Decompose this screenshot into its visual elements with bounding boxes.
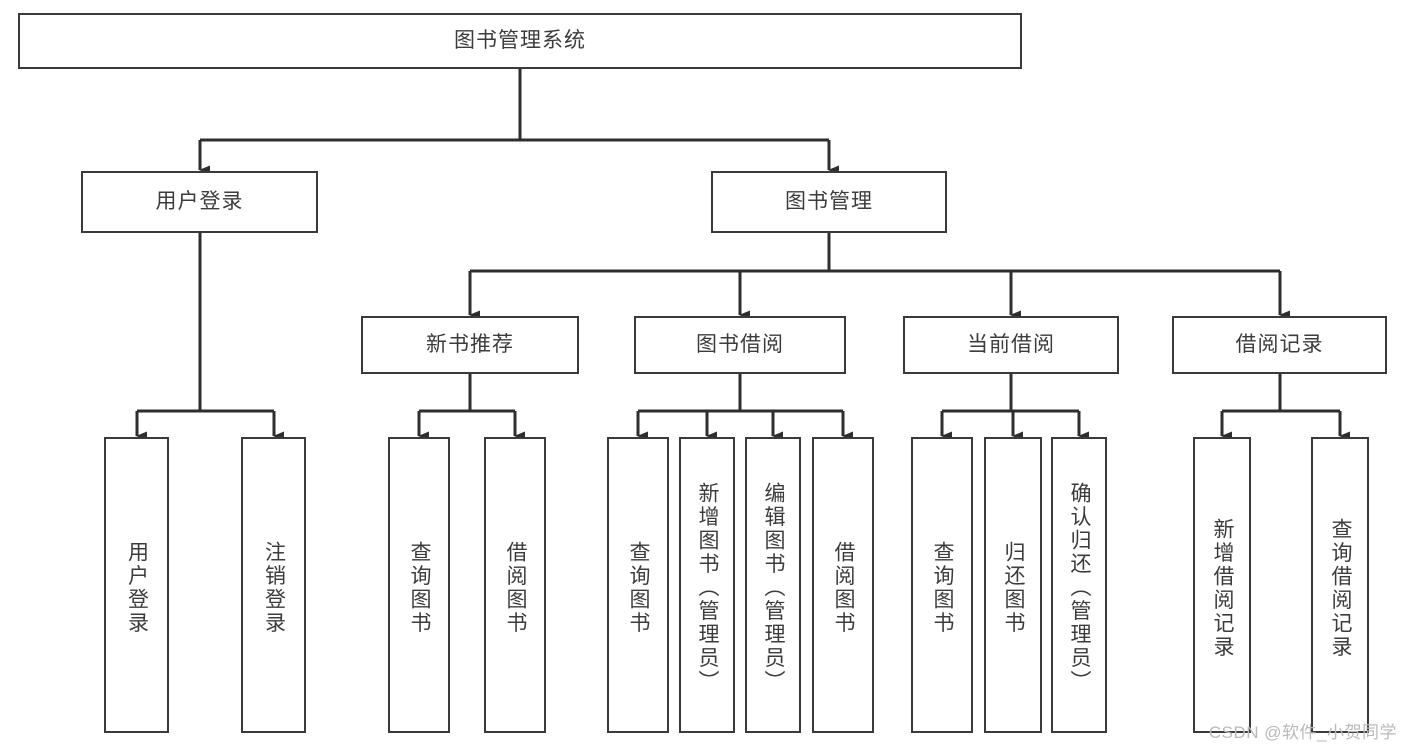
node-root[interactable]: 图书管理系统: [18, 13, 1022, 69]
node-label: 编辑图书（管理员）: [762, 482, 786, 694]
node-label: 新增图书（管理员）: [696, 482, 720, 694]
node-label: 归还图书: [1002, 541, 1026, 635]
node-leaf-br-query[interactable]: 查询借阅记录: [1311, 437, 1369, 733]
node-leaf-cb-query[interactable]: 查询图书: [911, 437, 973, 733]
node-label: 注销登录: [262, 541, 286, 635]
node-leaf-rec-borrow[interactable]: 借阅图书: [484, 437, 546, 733]
node-label: 确认归还（管理员）: [1068, 482, 1092, 694]
node-label: 当前借阅: [967, 333, 1055, 357]
node-l2-user-login[interactable]: 用户登录: [81, 171, 318, 233]
node-l3-new-book-rec[interactable]: 新书推荐: [361, 316, 579, 374]
node-label: 查询图书: [627, 541, 651, 635]
node-leaf-rec-query[interactable]: 查询图书: [388, 437, 450, 733]
node-label: 用户登录: [155, 190, 244, 214]
node-label: 查询借阅记录: [1329, 517, 1353, 659]
node-label: 图书借阅: [696, 333, 784, 357]
node-l3-book-borrow[interactable]: 图书借阅: [634, 316, 846, 374]
node-leaf-bb-query[interactable]: 查询图书: [607, 437, 669, 733]
node-label: 图书管理: [785, 190, 873, 214]
node-l2-book-manage[interactable]: 图书管理: [711, 171, 947, 233]
node-label: 新书推荐: [426, 333, 514, 357]
node-leaf-cb-confirm[interactable]: 确认归还（管理员）: [1051, 437, 1107, 733]
watermark-text: CSDN @软件_小贺同学: [1208, 723, 1397, 742]
edge-group: [135, 69, 1350, 441]
node-label: 借阅图书: [832, 541, 856, 635]
node-label: 借阅图书: [504, 541, 528, 635]
node-leaf-bb-borrow[interactable]: 借阅图书: [812, 437, 874, 733]
node-label: 查询图书: [931, 541, 955, 635]
node-l3-borrow-record[interactable]: 借阅记录: [1172, 316, 1387, 374]
node-label: 用户登录: [125, 541, 149, 635]
node-label: 新增借阅记录: [1211, 517, 1235, 659]
node-leaf-br-add[interactable]: 新增借阅记录: [1193, 437, 1251, 733]
node-leaf-user-login[interactable]: 用户登录: [104, 437, 169, 733]
node-leaf-cb-return[interactable]: 归还图书: [984, 437, 1042, 733]
node-leaf-bb-edit[interactable]: 编辑图书（管理员）: [745, 437, 801, 733]
node-l3-current-borrow[interactable]: 当前借阅: [903, 316, 1119, 374]
node-label: 查询图书: [408, 541, 432, 635]
node-label: 借阅记录: [1235, 333, 1324, 357]
node-label: 图书管理系统: [454, 29, 586, 53]
node-leaf-user-logout[interactable]: 注销登录: [241, 437, 306, 733]
node-leaf-bb-add[interactable]: 新增图书（管理员）: [679, 437, 735, 733]
